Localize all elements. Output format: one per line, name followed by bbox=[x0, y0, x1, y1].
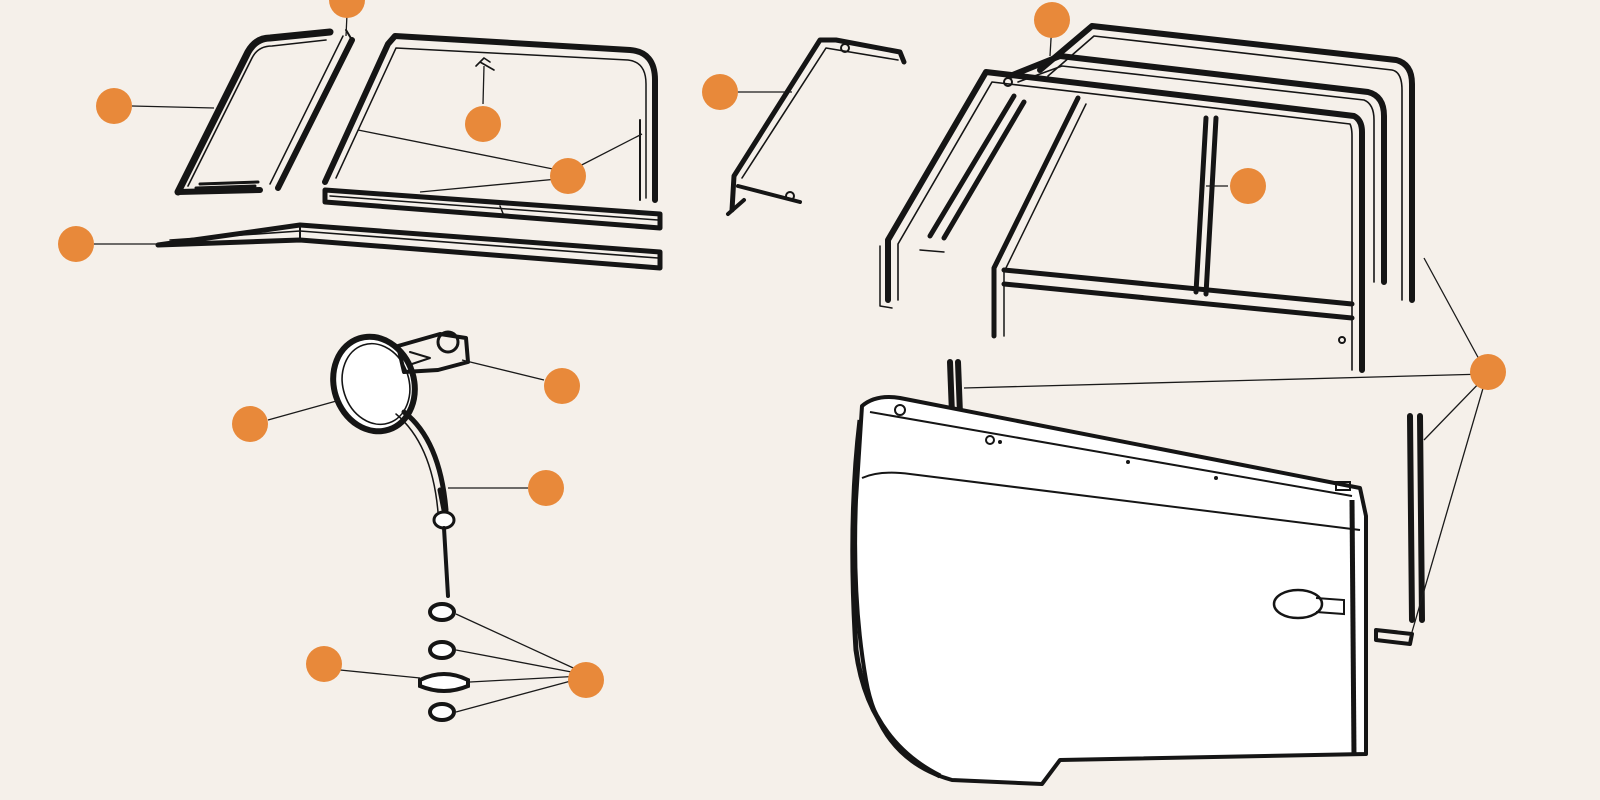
glass-channel-frame-part bbox=[322, 33, 658, 203]
door-frame-upper-marker[interactable] bbox=[1034, 2, 1070, 38]
glass-channel-seal-marker[interactable] bbox=[550, 158, 586, 194]
vent-division-channel-marker[interactable] bbox=[329, 0, 365, 18]
mirror-head-marker[interactable] bbox=[232, 406, 268, 442]
sill-channel-part bbox=[155, 222, 663, 271]
mirror-hardware-part bbox=[418, 602, 470, 722]
glass-clip-marker[interactable] bbox=[465, 106, 501, 142]
mirror-washers-nuts-marker[interactable] bbox=[568, 662, 604, 698]
door-weatherstrips-marker[interactable] bbox=[1470, 354, 1506, 390]
door-weatherstrips-part bbox=[947, 359, 1425, 646]
door-panel-part bbox=[850, 395, 1368, 786]
vent-division-channel-part bbox=[269, 29, 355, 191]
mirror-arm-part bbox=[395, 409, 456, 598]
door-frame-upper-part bbox=[879, 23, 1415, 373]
leader-lines bbox=[94, 13, 1487, 713]
sill-channel-marker[interactable] bbox=[58, 226, 94, 262]
mirror-clamp-marker[interactable] bbox=[544, 368, 580, 404]
mirror-spacer-marker[interactable] bbox=[306, 646, 342, 682]
door-top-arm-part bbox=[726, 37, 907, 216]
door-top-arm-marker[interactable] bbox=[702, 74, 738, 110]
glass-clip-part bbox=[475, 57, 495, 71]
mirror-arm-marker[interactable] bbox=[528, 470, 564, 506]
door-frame-center-bar-marker[interactable] bbox=[1230, 168, 1266, 204]
vent-window-frame-marker[interactable] bbox=[96, 88, 132, 124]
lower-glass-channel-part bbox=[322, 187, 663, 231]
callout-markers bbox=[58, 0, 1506, 698]
vent-window-frame-part bbox=[174, 28, 334, 196]
